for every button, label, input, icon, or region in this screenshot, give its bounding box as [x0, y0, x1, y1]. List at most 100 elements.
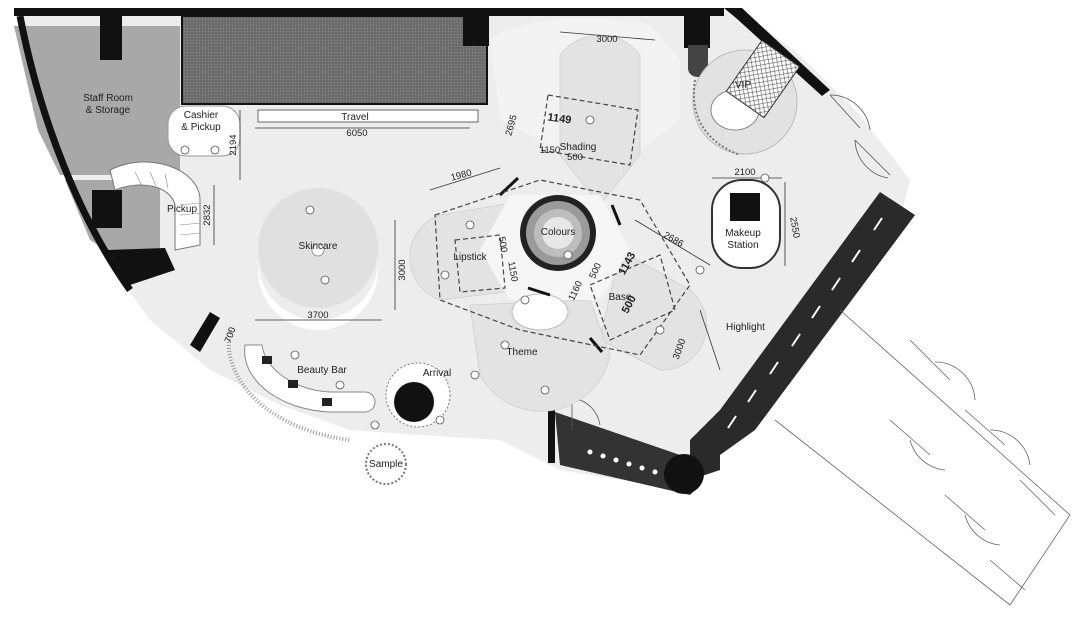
vip-curtain: [692, 79, 741, 156]
person-icon: [563, 250, 573, 260]
arrival-pedestal: [394, 382, 434, 422]
lower-counter-dark: [555, 412, 700, 495]
person-icon: [440, 270, 450, 280]
makeup-label: Makeup: [725, 228, 761, 239]
person-icon: [210, 145, 220, 155]
outside-corridor: [774, 309, 1071, 606]
arrival-label: Arrival: [423, 368, 451, 379]
shading-outline: [539, 94, 639, 166]
dim-700: 700: [223, 326, 239, 345]
person-icon: [760, 173, 770, 183]
dim-2194: 2194: [228, 134, 239, 155]
column-1: [100, 16, 122, 60]
theme-zone: [469, 299, 611, 412]
cashier-label: Cashier: [184, 110, 219, 121]
person-icon: [335, 380, 345, 390]
person-icon: [520, 295, 530, 305]
makeup-station: [711, 179, 781, 269]
person-icon: [305, 205, 315, 215]
dim-2100: 2100: [734, 167, 755, 178]
skincare-stool: [311, 243, 325, 257]
colours-display-center: [542, 217, 574, 249]
person-icon: [465, 220, 475, 230]
stair-treads: [134, 171, 201, 236]
person-icon: [655, 325, 665, 335]
makeup-station-label: Station: [727, 240, 758, 251]
makeup-mirror: [730, 193, 760, 221]
dim-500-lipstick: 500: [496, 236, 510, 254]
dim-3000-base-line: [699, 309, 721, 371]
beauty-bar-counter: [244, 344, 376, 413]
skincare-table-front: [258, 260, 378, 330]
runway-lights: [727, 217, 883, 429]
dim-3000-top: 3000: [596, 34, 617, 45]
staircase: [109, 161, 201, 251]
dim-3700: 3700: [307, 310, 328, 321]
dim-500-shading: 500: [567, 152, 583, 163]
dim-1980-line: [429, 167, 501, 191]
person-icon: [540, 385, 550, 395]
person-icon: [695, 265, 705, 275]
people-figures: [180, 115, 770, 430]
dim-1980: 1980: [450, 168, 473, 184]
travel-storage-block: [181, 15, 488, 105]
theme-label: Theme: [506, 347, 538, 358]
person-icon: [370, 420, 380, 430]
right-doors: [829, 94, 891, 179]
pickup-label: Pickup: [167, 204, 197, 215]
vip-chair-top: [688, 45, 708, 77]
staff-room-label: Staff Room: [83, 93, 133, 104]
base-label: Base: [609, 292, 632, 303]
central-walls: [498, 176, 622, 353]
vip-label: VIP: [735, 80, 751, 91]
travel-shelf: [257, 109, 479, 123]
person-icon: [470, 370, 480, 380]
theme-pedestal: [511, 293, 569, 331]
highlight-runway: [690, 192, 915, 480]
sample-ring: [365, 443, 407, 485]
dim-2832: 2832: [202, 204, 213, 225]
lipstick-outline: [454, 234, 506, 293]
person-icon: [585, 115, 595, 125]
person-icon: [500, 340, 510, 350]
beauty-bar-stations: [262, 356, 332, 406]
central-outline: [434, 179, 691, 356]
dim-3000-skincare: 3000: [397, 259, 408, 280]
lipstick-label: Lipstick: [453, 252, 487, 263]
person-icon: [290, 350, 300, 360]
column-2: [463, 16, 489, 46]
sample-label: Sample: [369, 459, 403, 470]
travel-label: Travel: [341, 112, 368, 123]
person-icon: [435, 415, 445, 425]
vip-grid-table: [725, 39, 801, 119]
dim-3000-top-line: [559, 31, 656, 41]
person-icon: [320, 275, 330, 285]
beauty-bar-wall: [226, 329, 351, 442]
colours-label: Colours: [541, 227, 575, 238]
counter-round-end: [664, 454, 704, 494]
top-wall: [14, 8, 724, 16]
base-outline: [589, 254, 676, 341]
beauty-bar-label: Beauty Bar: [297, 365, 347, 376]
dim-1149: 1149: [547, 111, 572, 126]
dim-1150-shading: 1150: [540, 145, 560, 156]
entrance-wall: [548, 408, 555, 463]
dim-2695: 2695: [504, 114, 520, 137]
highlight-label: Highlight: [726, 322, 765, 333]
base-zone: [599, 249, 708, 371]
staff-storage-label: & Storage: [86, 105, 131, 116]
stair-wall: [108, 248, 175, 285]
dim-2686-line: [634, 219, 711, 266]
person-icon: [180, 145, 190, 155]
left-curved-wall: [16, 15, 133, 293]
dim-6050: 6050: [346, 128, 367, 139]
shading-label: Shading: [560, 142, 597, 153]
skincare-label: Skincare: [299, 241, 338, 252]
cashier-pickup-label: & Pickup: [181, 122, 221, 133]
column-3: [92, 190, 122, 228]
column-top-right: [684, 8, 710, 48]
dim-1150-lipstick: 1150: [505, 261, 519, 283]
left-window-wall: [190, 312, 220, 352]
dim-2550: 2550: [787, 216, 802, 239]
